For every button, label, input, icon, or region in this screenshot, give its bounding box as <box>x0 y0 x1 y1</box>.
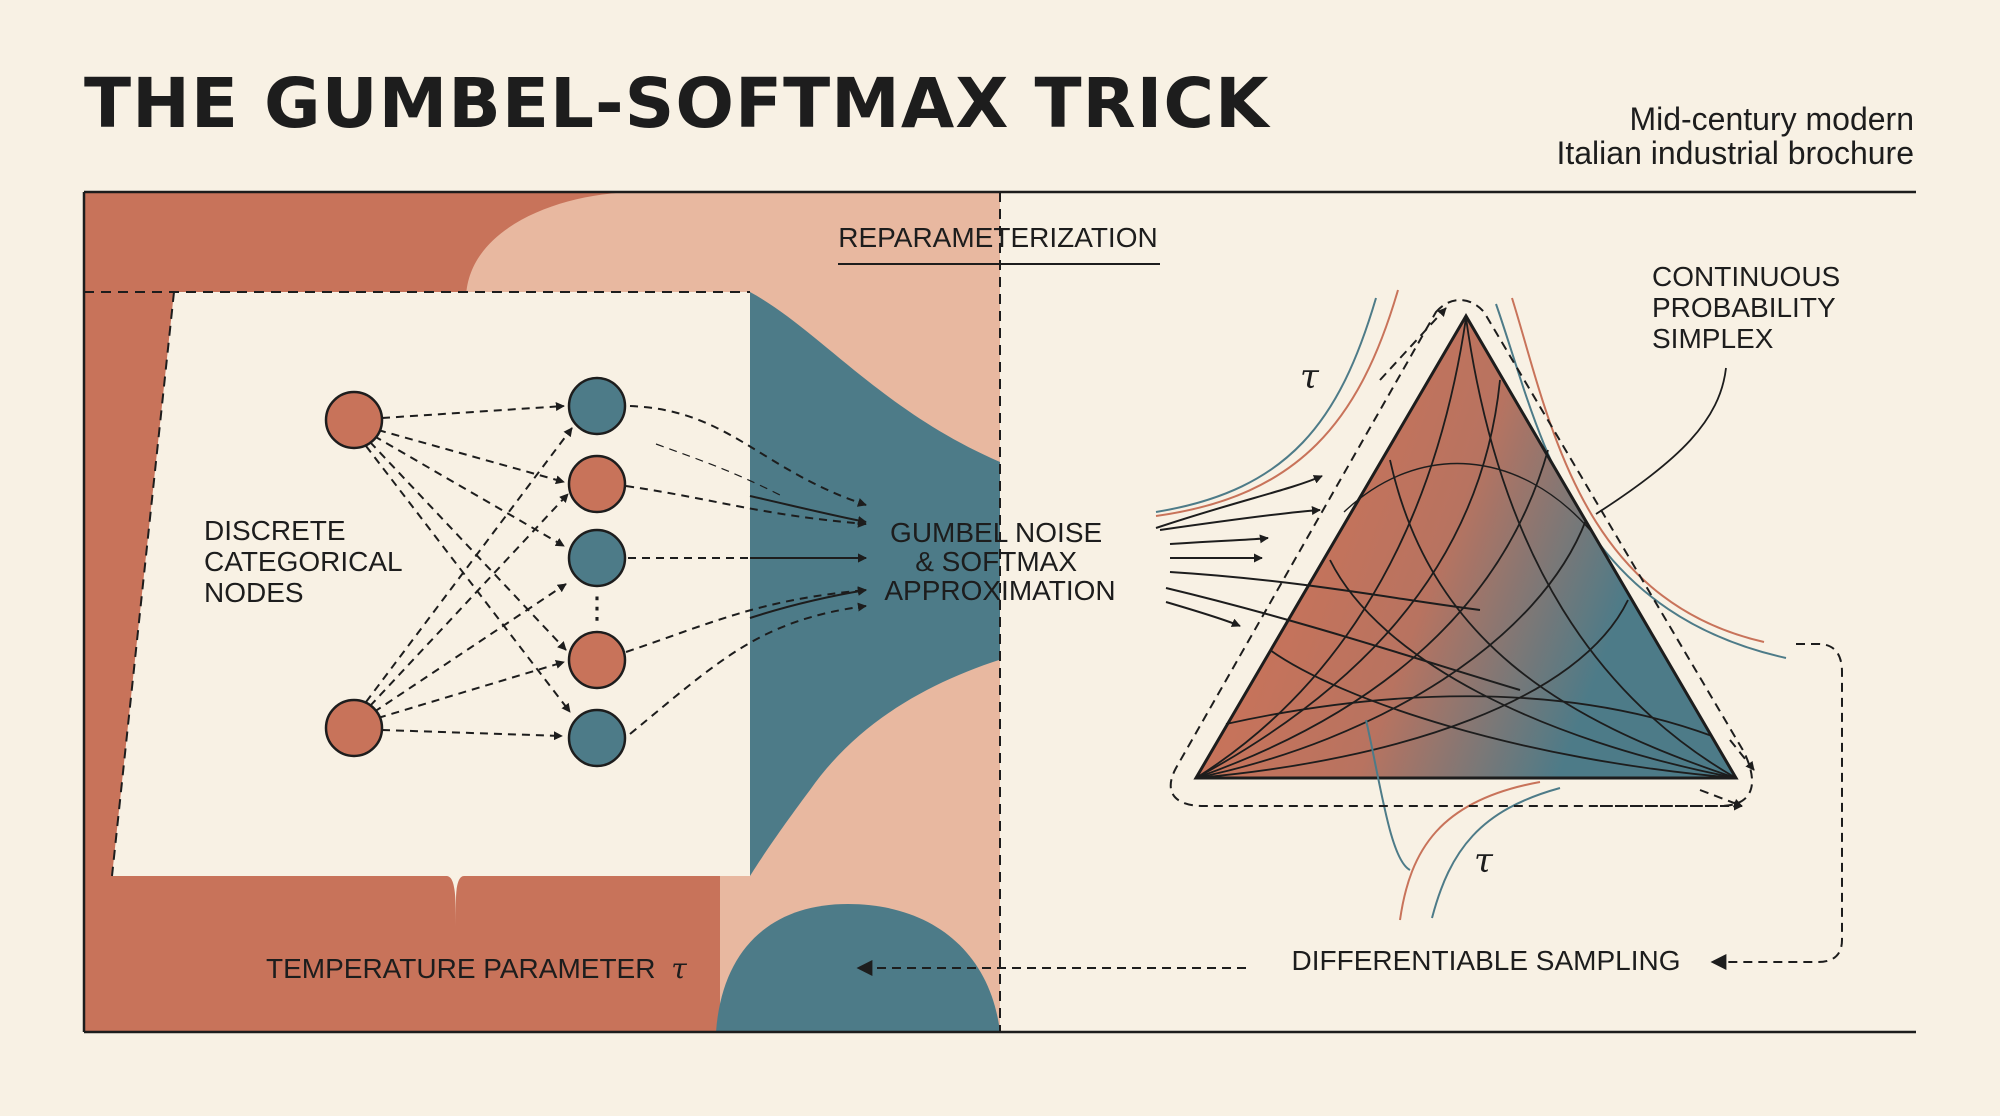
temperature-symbol: τ <box>671 952 687 985</box>
edge <box>381 729 563 741</box>
input-panel-dashed-left <box>111 291 175 877</box>
category-node <box>567 708 627 768</box>
differentiable-sampling-label: DIFFERENTIABLE SAMPLING <box>1292 945 1681 976</box>
gumbel-label-line-3: APPROXIMATION <box>884 575 1115 606</box>
page-title: THE GUMBEL-SOFTMAX TRICK <box>84 64 1270 144</box>
edge <box>365 427 573 703</box>
outline-arrow <box>1729 739 1755 771</box>
temperature-label: TEMPERATURE PARAMETER τ <box>266 952 687 985</box>
edge <box>629 602 867 735</box>
subtitle-line-2: Italian industrial brochure <box>1556 135 1914 171</box>
category-node <box>567 376 627 436</box>
simplex-curve <box>1465 317 1737 779</box>
outline-arrow <box>1379 307 1447 381</box>
flow-arrow <box>1165 587 1521 691</box>
loop-path <box>1710 643 1843 970</box>
edge <box>373 435 565 547</box>
edge <box>381 402 565 419</box>
discrete-label-line-2: CATEGORICAL <box>204 546 402 577</box>
simplex-curve <box>1195 599 1629 779</box>
tau-curve <box>1399 781 1541 921</box>
discrete-nodes-label: DISCRETE CATEGORICAL NODES <box>204 515 409 608</box>
edge <box>369 441 567 651</box>
discrete-label-line-1: DISCRETE <box>204 515 346 546</box>
simplex-curve <box>1225 695 1713 737</box>
simplex-curve <box>1389 459 1737 779</box>
subtitle-line-1: Mid-century modern <box>1629 101 1914 137</box>
simplex-dashed-outline <box>1169 299 1754 807</box>
category-nodes <box>567 376 627 768</box>
sampling-loop <box>856 643 1843 976</box>
solid-arrow <box>749 495 867 525</box>
simplex-label: CONTINUOUS PROBABILITY SIMPLEX <box>1652 261 1848 354</box>
simplex-label-line-1: CONTINUOUS <box>1652 261 1840 292</box>
simplex-curve <box>1195 379 1501 779</box>
input-node <box>324 698 384 758</box>
input-node <box>324 390 384 450</box>
simplex-curve <box>1269 649 1737 779</box>
tau-curve <box>1155 297 1377 513</box>
reparameterization-label: REPARAMETERIZATION <box>838 222 1157 253</box>
input-nodes <box>324 390 384 758</box>
ellipsis-glyph: ⋮ <box>582 592 612 625</box>
simplex-label-line-2: PROBABILITY <box>1652 292 1836 323</box>
tau-curve <box>1155 289 1399 517</box>
cream-input-panel <box>112 292 750 926</box>
simplex-inner-curves <box>1195 317 1737 871</box>
edge <box>373 583 567 713</box>
edge <box>629 405 867 507</box>
category-node <box>567 528 627 588</box>
edge <box>369 493 569 707</box>
background-panels <box>82 190 1916 1034</box>
outline-arrows <box>1379 307 1755 811</box>
edge <box>655 443 781 496</box>
simplex-curve <box>1365 719 1411 871</box>
tau-curves-lower <box>1399 781 1561 921</box>
flow-arrow <box>1159 506 1321 531</box>
simplex-curve <box>1343 462 1591 531</box>
edge <box>377 660 565 719</box>
edge <box>625 485 867 528</box>
edge <box>377 429 565 485</box>
edge <box>625 586 867 653</box>
discrete-label-line-3: NODES <box>204 577 304 608</box>
simplex-leader-line <box>1595 367 1727 515</box>
simplex-curve <box>1195 449 1549 779</box>
simplex-curve <box>1195 519 1587 779</box>
gumbel-softmax-label: GUMBEL NOISE & SOFTMAX APPROXIMATION <box>884 517 1115 606</box>
simplex-curve <box>1329 559 1737 779</box>
tau-curve <box>1431 787 1561 919</box>
gumbel-label-line-2: & SOFTMAX <box>915 546 1077 577</box>
network-solid-arrows <box>749 495 867 619</box>
flow-into-simplex <box>1155 475 1521 691</box>
category-node <box>567 454 627 514</box>
flow-arrow <box>1169 534 1269 545</box>
solid-arrow <box>749 586 867 619</box>
tau-symbol-lower: τ <box>1474 841 1494 881</box>
simplex-label-line-3: SIMPLEX <box>1652 323 1774 354</box>
temperature-label-text: TEMPERATURE PARAMETER <box>266 953 655 984</box>
flow-arrow <box>1155 475 1323 529</box>
teal-funnel <box>750 292 1180 876</box>
flow-arrow <box>1165 601 1241 627</box>
gumbel-label-line-1: GUMBEL NOISE <box>890 517 1102 548</box>
flow-arrow <box>1169 571 1481 611</box>
tau-symbol-upper: τ <box>1300 357 1320 397</box>
subtitle: Mid-century modern Italian industrial br… <box>1556 102 1914 170</box>
tau-curve <box>1511 297 1765 643</box>
category-node <box>567 630 627 690</box>
